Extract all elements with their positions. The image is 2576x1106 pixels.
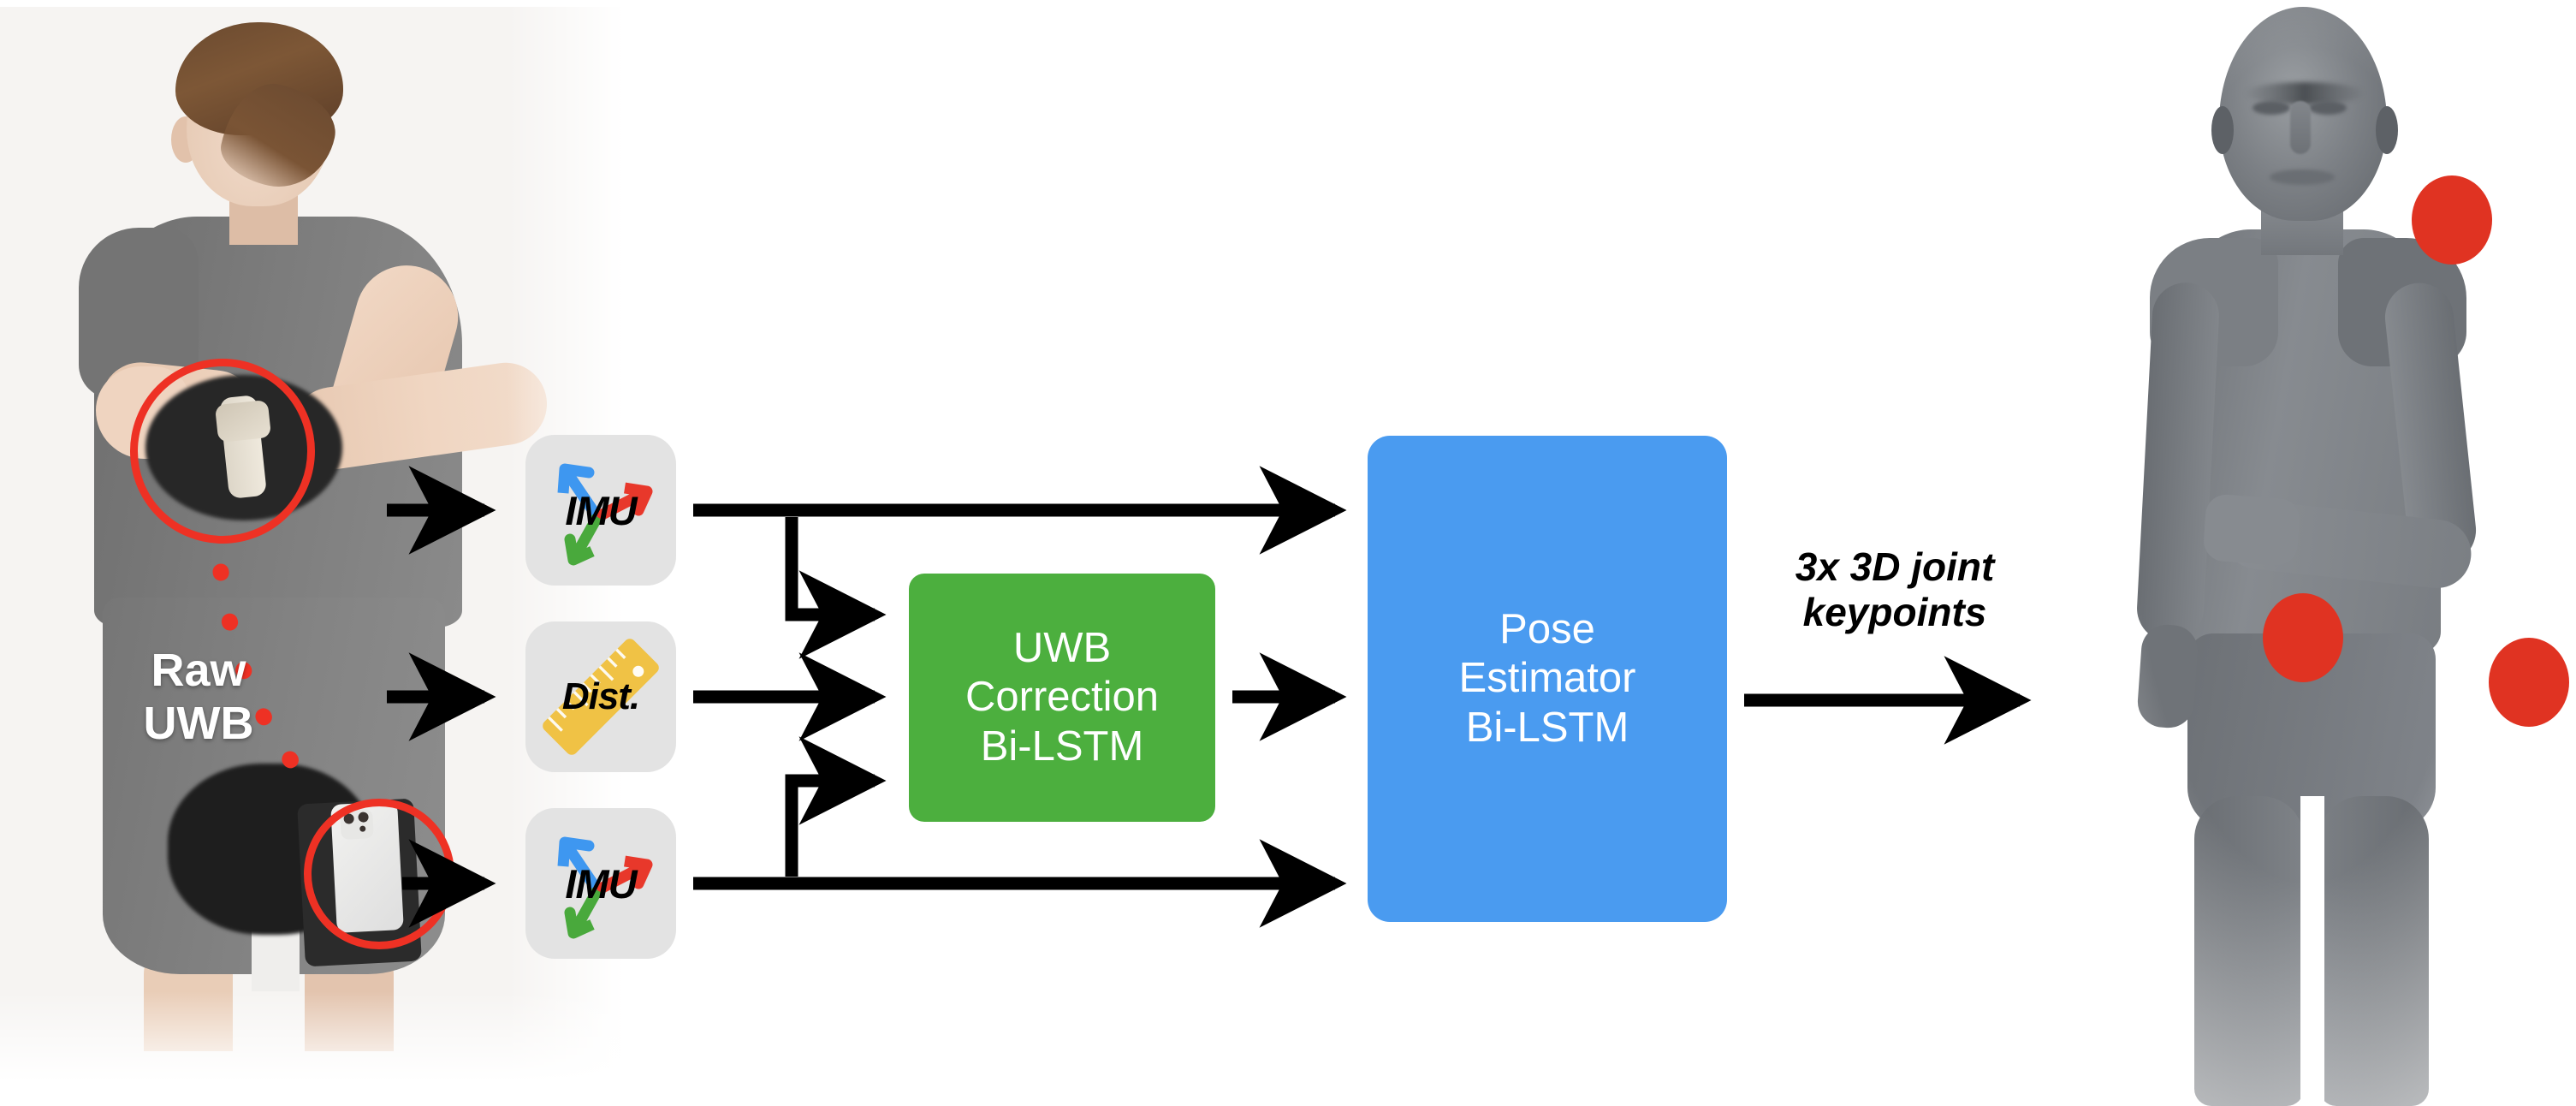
- sensor-tile-label: Dist.: [561, 675, 640, 717]
- pose-block-line3: Bi-LSTM: [1465, 704, 1629, 751]
- uwb-block-line3: Bi-LSTM: [980, 722, 1144, 770]
- uwb-block-line1: UWB: [1012, 625, 1112, 671]
- photo-bottom-fade: [0, 991, 644, 1094]
- smartwatch-highlight-circle: [130, 359, 315, 544]
- sensor-tile-label: IMU: [565, 860, 637, 907]
- raw-uwb-label-line1: Raw: [151, 645, 246, 696]
- output-label-line1: 3x 3D joint: [1795, 544, 1995, 589]
- pose-block-line1: Pose: [1499, 606, 1595, 652]
- raw-uwb-label-line2: UWB: [143, 697, 254, 749]
- uwb-block-line2: Correction: [965, 674, 1160, 721]
- arrow-imu-top-to-uwb: [785, 517, 887, 659]
- imu-axes-icon: [557, 463, 653, 566]
- sensor-tile-distance[interactable]: Dist.: [525, 621, 676, 772]
- arrow-imu-bot-to-uwb: [785, 736, 887, 877]
- ruler-icon: [543, 639, 659, 755]
- pose-estimator-block[interactable]: Pose Estimator Bi-LSTM: [1368, 436, 1727, 922]
- output-label: 3x 3D joint keypoints: [1730, 544, 2059, 636]
- sensor-tile-imu-phone[interactable]: IMU: [525, 808, 676, 959]
- imu-axes-icon: [557, 836, 653, 939]
- sensor-tile-label: IMU: [565, 487, 637, 533]
- uwb-correction-block[interactable]: UWB Correction Bi-LSTM: [909, 574, 1215, 822]
- pose-block-line2: Estimator: [1458, 655, 1636, 702]
- sensor-tile-imu-watch[interactable]: IMU: [525, 435, 676, 586]
- output-label-line2: keypoints: [1802, 590, 1987, 635]
- raw-uwb-label: Raw UWB: [96, 645, 301, 750]
